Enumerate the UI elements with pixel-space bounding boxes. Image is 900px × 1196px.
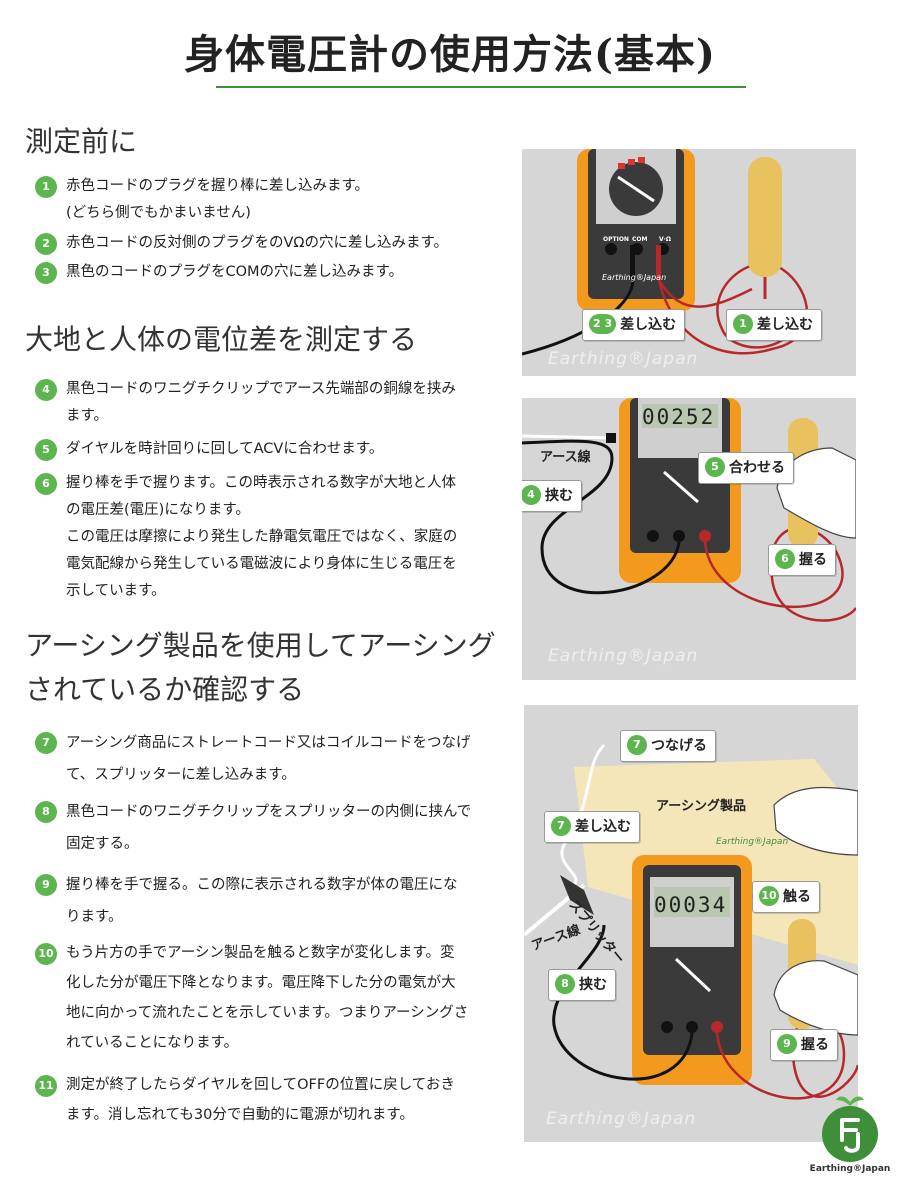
earthing-check-illustration [524, 743, 858, 1100]
step-9: 9 握り棒を手で握る。この際に表示される数字が体の電圧にな ります。 [35, 869, 505, 933]
product-brand: Earthing®Japan [716, 837, 789, 847]
step-number-badge: 8 [35, 801, 57, 823]
meter-plug-illustration [522, 149, 809, 356]
step-11: 11 測定が終了したらダイヤルを回してOFFの位置に戻しておき ます。消し忘れて… [35, 1070, 505, 1130]
title-divider [216, 86, 746, 88]
step-6: 6 握り棒を手で握ります。この時表示される数字が大地と人体 の電圧差(電圧)にな… [35, 470, 505, 605]
step-number-badge: 2 [35, 233, 57, 255]
page-title: 身体電圧計の使用方法(基本) [184, 31, 716, 78]
section-heading-before-measure: 測定前に [25, 125, 138, 158]
step-4: 4 黒色コードのワニグチクリップでアース先端部の銅線を挟み ます。 [35, 376, 505, 430]
step-number-badge: 11 [35, 1075, 57, 1097]
step-3: 3 黒色のコードのプラグをCOMの穴に差し込みます。 [35, 259, 505, 286]
step-number-badge: 7 [35, 732, 57, 754]
step-8: 8 黒色コードのワニグチクリップをスプリッターの内側に挟んで 固定する。 [35, 796, 505, 860]
earth-wire-label: アース線 [540, 450, 591, 465]
section-heading-earthing-check: アーシング製品を使用してアーシング [25, 629, 496, 662]
earthing-japan-logo-icon [822, 1096, 878, 1162]
watermark: Earthing®Japan [548, 646, 699, 666]
step-number-badge: 9 [35, 874, 57, 896]
step-number-badge: 5 [35, 439, 57, 461]
watermark: Earthing®Japan [546, 1109, 697, 1129]
section-heading-earthing-check-line2: されているか確認する [25, 673, 305, 706]
step-10: 10 もう片方の手でアーシン製品を触ると数字が変化します。変 化した分が電圧下降… [35, 938, 505, 1058]
step-number-badge: 4 [35, 379, 57, 401]
step-2: 2 赤色コードの反対側のプラグをのVΩの穴に差し込みます。 [35, 230, 505, 257]
watermark: Earthing®Japan [548, 349, 699, 369]
section-heading-potential-diff: 大地と人体の電位差を測定する [25, 323, 418, 356]
meter-display-reading: 00034 [654, 893, 728, 917]
step-1: 1 赤色コードのプラグを握り棒に差し込みます。 (どちら側でもかまいません) [35, 173, 505, 227]
step-5: 5 ダイヤルを時計回りに回してACVに合わせます。 [35, 436, 505, 463]
meter-brand: Earthing®Japan [602, 273, 667, 282]
meter-measure-illustration [522, 398, 856, 622]
meter-display-reading: 00252 [642, 405, 716, 429]
earthing-product-label: アーシング製品 [656, 799, 746, 814]
step-7: 7 アーシング商品にストレートコード又はコイルコードをつなげ て、スプリッターに… [35, 727, 505, 791]
brand-logo-text: Earthing®Japan [809, 1164, 891, 1174]
step-number-badge: 10 [35, 943, 57, 965]
step-number-badge: 6 [35, 473, 57, 495]
step-number-badge: 1 [35, 176, 57, 198]
step-number-badge: 3 [35, 262, 57, 284]
illustration-panel-3: 00034 アーシング製品 Earthing®Japan スプリッター アース線… [524, 705, 858, 1142]
